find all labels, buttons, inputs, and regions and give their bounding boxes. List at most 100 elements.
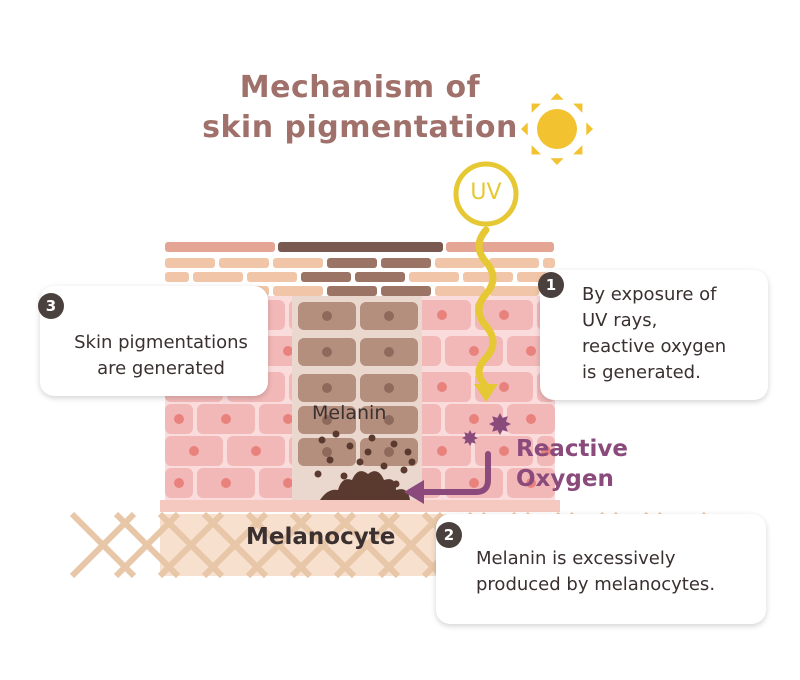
skin-cell-nucleus (499, 310, 509, 320)
corneum-brick (219, 258, 269, 268)
melanin-cell-nucleus (322, 447, 332, 457)
melanin-granule (326, 456, 334, 464)
skin-cell-nucleus (541, 446, 551, 456)
corneum-brick (327, 286, 377, 296)
reactive-oxygen-icon (462, 413, 511, 446)
skin-cell-nucleus (526, 414, 536, 424)
corneum-brick (381, 258, 431, 268)
step-2-text: Melanin is excessively produced by melan… (476, 546, 756, 598)
skin-cell-nucleus (469, 478, 479, 488)
step-1-line-4: is generated. (582, 362, 701, 383)
corneum-brick (489, 258, 539, 268)
sun-ray (531, 103, 541, 113)
corneum-brick (278, 242, 443, 252)
melanin-granule (356, 458, 364, 466)
corneum-brick (435, 258, 485, 268)
step-1-line-2: UV rays, (582, 310, 658, 331)
sun-ray (531, 145, 541, 155)
step-1-line-1: By exposure of (582, 284, 717, 305)
corneum-brick (489, 286, 539, 296)
skin-cell-nucleus (526, 346, 536, 356)
skin-cell-nucleus (174, 414, 184, 424)
step-2-line-2: produced by melanocytes. (476, 574, 716, 595)
title-line-1: Mechanism of (239, 70, 481, 105)
melanin-granule (368, 434, 376, 442)
melanocyte-cell (320, 471, 410, 500)
step-1-callout (540, 270, 768, 400)
step-1-text: By exposure of UV rays, reactive oxygen … (582, 282, 762, 386)
melanin-granule (408, 458, 416, 466)
melanin-cell-nucleus (322, 347, 332, 357)
melanin-granule (390, 440, 398, 448)
sun-icon (521, 93, 593, 165)
step-3-line-2: are generated (97, 358, 225, 379)
corneum-brick (301, 272, 351, 282)
skin-cell-nucleus (469, 346, 479, 356)
reactive-oxygen-particle (462, 430, 478, 446)
melanin-granule (340, 472, 348, 480)
corneum-brick (273, 286, 323, 296)
skin-cell-nucleus (437, 446, 447, 456)
melanin-granule (400, 466, 408, 474)
skin-cell-nucleus (174, 478, 184, 488)
step-2-line-1: Melanin is excessively (476, 548, 676, 569)
skin-cell-nucleus (437, 310, 447, 320)
step-3-callout (40, 286, 268, 396)
uv-ray (475, 226, 497, 390)
melanin-label: Melanin (312, 402, 387, 424)
skin-cell-nucleus (283, 414, 293, 424)
uv-label: UV (470, 180, 502, 205)
corneum-brick (193, 272, 243, 282)
reactive-oxygen-label-2: Oxygen (516, 466, 614, 492)
uv-ray-arrowhead (474, 384, 498, 402)
melanin-cell-nucleus (322, 415, 332, 425)
sun-ray (586, 122, 593, 136)
melanin-cell-nucleus (384, 383, 394, 393)
skin-cell-nucleus (283, 478, 293, 488)
corneum-brick (355, 272, 405, 282)
skin-cell-nucleus (499, 382, 509, 392)
step-1-line-3: reactive oxygen (582, 336, 727, 357)
corneum-brick (165, 272, 189, 282)
skin-cell-nucleus (526, 478, 536, 488)
sun-ray (550, 158, 564, 165)
melanin-cell-nucleus (384, 311, 394, 321)
sun-ray (573, 103, 583, 113)
corneum-brick (165, 258, 215, 268)
reactive-oxygen-arrowhead (404, 480, 424, 504)
step-1-badge: 1 (538, 272, 564, 298)
corneum-brick (543, 258, 555, 268)
sun-core (537, 109, 577, 149)
sun-ray (573, 145, 583, 155)
step-3-badge: 3 (38, 293, 64, 319)
skin-cell-nucleus (189, 446, 199, 456)
step-2-badge: 2 (436, 522, 462, 548)
corneum-brick (409, 272, 459, 282)
skin-cell-nucleus (437, 382, 447, 392)
reactive-oxygen-label-1: Reactive (516, 436, 628, 462)
corneum-brick (273, 258, 323, 268)
corneum-brick (165, 242, 275, 252)
melanin-granule (318, 436, 326, 444)
basal-membrane (160, 500, 560, 512)
melanin-cell-nucleus (384, 347, 394, 357)
sun-ray (521, 122, 528, 136)
melanin-granule (346, 442, 354, 450)
step-2-callout (436, 514, 766, 624)
melanin-cell-nucleus (322, 311, 332, 321)
corneum-brick (381, 286, 431, 296)
skin-cell-nucleus (469, 414, 479, 424)
reactive-oxygen-arrow (417, 451, 491, 495)
step-3-text: Skin pigmentations are generated (56, 330, 266, 382)
melanin-granule (404, 448, 412, 456)
skin-cell-nucleus (499, 446, 509, 456)
melanin-cell-nucleus (384, 415, 394, 425)
melanin-granule (380, 462, 388, 470)
step-3-line-1: Skin pigmentations (74, 332, 248, 353)
skin-cell-nucleus (221, 414, 231, 424)
reactive-oxygen-particle (489, 413, 511, 435)
corneum-brick (446, 242, 554, 252)
melanocyte-label: Melanocyte (246, 524, 396, 550)
melanin-granule (314, 470, 322, 478)
